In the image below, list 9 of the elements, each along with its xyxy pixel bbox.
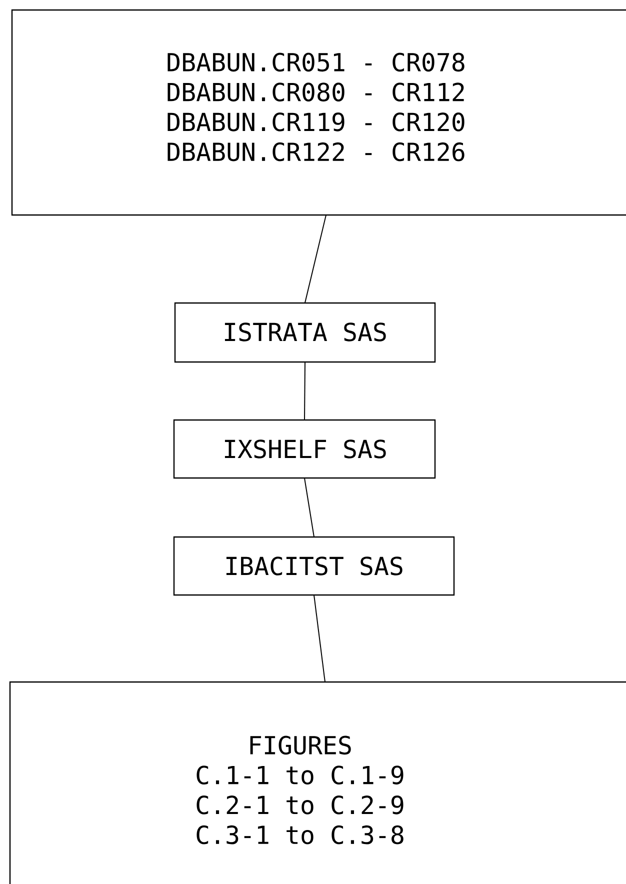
connector-line bbox=[304, 478, 314, 538]
program-box: IBACITST SAS bbox=[173, 536, 455, 596]
output-box: FIGURES C.1-1 to C.1-9 C.2-1 to C.2-9 C.3-1 to C.3-8 bbox=[9, 681, 626, 884]
connector-line bbox=[314, 594, 326, 682]
input-box: DBABUN.CR051 - CR078 DBABUN.CR080 - CR112 DBABUN.CR119 - CR120 DBABUN.CR122 - CR126 bbox=[11, 9, 626, 216]
connector-line bbox=[304, 362, 306, 420]
connector-line bbox=[304, 214, 326, 304]
program-box: IXSHELF SAS bbox=[173, 419, 436, 479]
program-box: ISTRATA SAS bbox=[174, 302, 436, 363]
